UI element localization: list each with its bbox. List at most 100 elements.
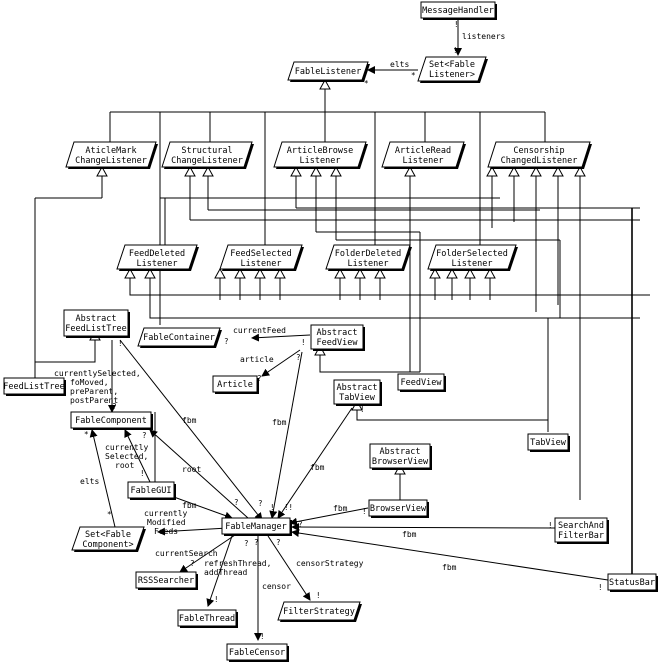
node-label: Abstract xyxy=(380,447,421,457)
node-label: AticleMark xyxy=(85,146,136,156)
node-label: FeedListTree xyxy=(65,324,126,334)
node-label: FilterBar xyxy=(558,531,604,541)
node-structural-change-listener[interactable]: Structural ChangeListener xyxy=(161,141,254,169)
node-label: FolderDeleted xyxy=(335,249,402,259)
mult-one: ! xyxy=(454,20,459,29)
mult-one: ! xyxy=(598,583,603,592)
edge-label-fbm-browser: fbm xyxy=(333,504,348,513)
node-article-mark-change-listener[interactable]: AticleMark ChangeListener xyxy=(65,141,158,169)
node-article-read-listener[interactable]: ArticleRead Listener xyxy=(381,141,466,169)
edge-label-elts-left: elts xyxy=(80,477,99,486)
node-label: FableListener xyxy=(295,67,362,77)
mult-one: ! xyxy=(360,405,365,414)
mult-optional: ? xyxy=(298,520,303,529)
edge-label-currently-selected: postParent xyxy=(70,396,118,405)
mult-optional: ? xyxy=(296,353,301,362)
node-label: FableThread xyxy=(179,614,235,624)
node-article-browse-listener[interactable]: ArticleBrowse Listener xyxy=(273,141,368,169)
edge-label-currently-selected-root: currently xyxy=(105,443,149,452)
node-label: Listener xyxy=(241,259,282,269)
node-label: Listener xyxy=(348,259,389,269)
node-folder-deleted-listener[interactable]: FolderDeleted Listener xyxy=(325,244,412,271)
node-label: FilterStrategy xyxy=(283,607,355,617)
mult-optional: ? xyxy=(234,498,239,507)
node-folder-selected-listener[interactable]: FolderSelected Listener xyxy=(427,244,518,271)
node-message-handler[interactable]: MessageHandler xyxy=(420,1,497,20)
node-feed-list-tree[interactable]: FeedListTree xyxy=(3,377,66,396)
mult-one: ! xyxy=(214,595,219,604)
edge-label-currently-modified: Modified xyxy=(147,518,186,527)
node-fable-component[interactable]: FableComponent xyxy=(70,411,153,430)
multiplicities: ! ! * * ! ? ? ? ! ? * ? ! ! ? ? ! !! * ?… xyxy=(84,20,603,641)
node-tab-view[interactable]: TabView xyxy=(527,433,570,452)
node-censorship-changed-listener[interactable]: Censorship ChangedListener xyxy=(487,141,592,169)
node-article[interactable]: Article xyxy=(212,375,259,394)
node-label: ChangedListener xyxy=(501,156,578,166)
edge-label-refresh-thread: addThread xyxy=(204,568,248,577)
edge-label-fbm-feedview: fbm xyxy=(272,418,287,427)
node-label: Abstract xyxy=(337,383,378,393)
node-fable-listener[interactable]: FableListener xyxy=(287,61,370,82)
node-fable-container[interactable]: FableContainer xyxy=(137,327,222,348)
edge-label-refresh-thread: refreshThread, xyxy=(204,559,271,568)
node-rss-searcher[interactable]: RSSSearcher xyxy=(135,571,198,590)
node-feed-deleted-listener[interactable]: FeedDeleted Listener xyxy=(116,244,199,271)
node-fable-manager[interactable]: FableManager xyxy=(221,517,292,536)
node-label: SearchAnd xyxy=(558,521,604,531)
mult-optional: ? xyxy=(224,337,229,346)
edge-label-currently-modified: currently xyxy=(144,509,188,518)
node-fable-thread[interactable]: FableThread xyxy=(177,609,238,628)
node-search-and-filter-bar[interactable]: SearchAnd FilterBar xyxy=(554,517,609,544)
mult-one-one: !! xyxy=(284,503,293,512)
mult-one: ! xyxy=(140,469,145,478)
mult-one: ! xyxy=(548,521,553,530)
node-label: BrowserView xyxy=(370,504,427,514)
edge-label-listeners: listeners xyxy=(462,32,506,41)
node-set-fable-component[interactable]: Set<Fable Component> xyxy=(71,526,146,552)
edge-label-censor: censor xyxy=(262,582,291,591)
node-label: Listener> xyxy=(429,70,475,80)
node-label: TabView xyxy=(339,393,376,403)
node-feed-view[interactable]: FeedView xyxy=(397,373,446,392)
node-label: FableGUI xyxy=(131,486,172,496)
node-label: StatusBar xyxy=(609,578,655,588)
node-abstract-feed-view[interactable]: Abstract FeedView xyxy=(310,324,365,351)
node-label: Listener xyxy=(137,259,178,269)
mult-optional: ? xyxy=(254,538,259,547)
node-feed-selected-listener[interactable]: FeedSelected Listener xyxy=(219,244,304,271)
node-label: Article xyxy=(217,380,253,390)
node-label: ArticleRead xyxy=(395,146,451,156)
mult-optional: ? xyxy=(190,559,195,568)
mult-one: ! xyxy=(270,503,275,512)
node-browser-view[interactable]: BrowserView xyxy=(368,499,429,518)
node-label: FeedDeleted xyxy=(129,249,185,259)
mult-many: * xyxy=(411,71,416,80)
node-label: MessageHandler xyxy=(422,6,494,16)
edge-label-fbm-status: fbm xyxy=(442,563,457,572)
node-abstract-tab-view[interactable]: Abstract TabView xyxy=(333,379,382,406)
inheritance-triangles xyxy=(89,78,586,475)
mult-optional: ? xyxy=(257,374,262,383)
mult-optional: ? xyxy=(112,402,117,411)
node-abstract-feed-list-tree[interactable]: Abstract FeedListTree xyxy=(63,309,130,338)
node-label: Listener xyxy=(300,156,341,166)
node-label: Listener xyxy=(403,156,444,166)
edge-label-currently-selected-root: root xyxy=(115,461,134,470)
edge-label-current-feed: currentFeed xyxy=(233,326,286,335)
node-fable-gui[interactable]: FableGUI xyxy=(127,481,176,500)
node-set-fable-listener[interactable]: Set<Fable Listener> xyxy=(417,56,488,83)
edge-label-currently-selected: preParent, xyxy=(70,387,118,396)
node-status-bar[interactable]: StatusBar xyxy=(607,573,658,592)
edge-label-fbm-tabview: fbm xyxy=(310,463,325,472)
node-label: FableManager xyxy=(225,522,286,532)
edge-label-elts-top: elts xyxy=(390,60,409,69)
node-label: FeedView xyxy=(401,378,443,388)
edge-label-article: article xyxy=(240,355,274,364)
mult-one: ! xyxy=(362,507,367,516)
edge-label-fbm-search: fbm xyxy=(402,530,417,539)
node-filter-strategy[interactable]: FilterStrategy xyxy=(277,601,362,622)
node-fable-censor[interactable]: FableCensor xyxy=(226,643,289,662)
node-abstract-browser-view[interactable]: Abstract BrowserView xyxy=(369,443,432,470)
mult-optional: ? xyxy=(244,539,249,548)
